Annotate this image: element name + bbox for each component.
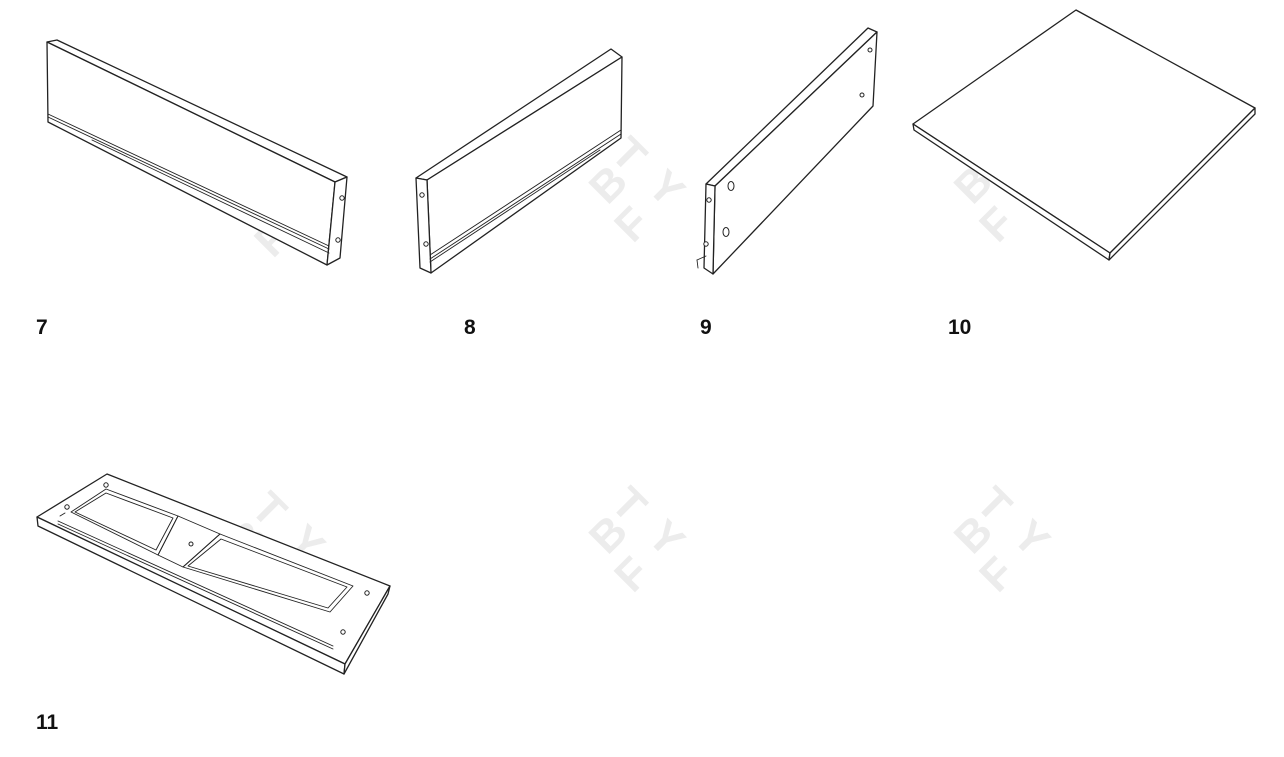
watermark-logo: B T F Y bbox=[575, 475, 715, 615]
watermark-letter: B bbox=[579, 506, 638, 564]
watermark-letter: Y bbox=[1003, 510, 1059, 567]
watermark-letter: B bbox=[944, 506, 1003, 564]
part-8-drawing bbox=[415, 48, 623, 274]
watermark-logo: B T F Y bbox=[940, 475, 1080, 615]
watermark-letter: Y bbox=[638, 510, 694, 567]
watermark-letter: T bbox=[966, 477, 1021, 532]
part-11-drawing bbox=[36, 473, 391, 675]
part-9-drawing bbox=[696, 27, 878, 275]
part-number-7: 7 bbox=[36, 316, 48, 339]
part-7-drawing bbox=[46, 39, 348, 266]
part-number-8: 8 bbox=[464, 316, 476, 339]
part-number-10: 10 bbox=[948, 316, 972, 339]
watermark-letter: F bbox=[605, 547, 659, 602]
part-10-drawing bbox=[912, 9, 1256, 261]
part-number-11: 11 bbox=[36, 711, 59, 734]
watermark-letter: T bbox=[601, 477, 656, 532]
watermark-letter: F bbox=[970, 547, 1024, 602]
part-number-9: 9 bbox=[700, 316, 712, 339]
